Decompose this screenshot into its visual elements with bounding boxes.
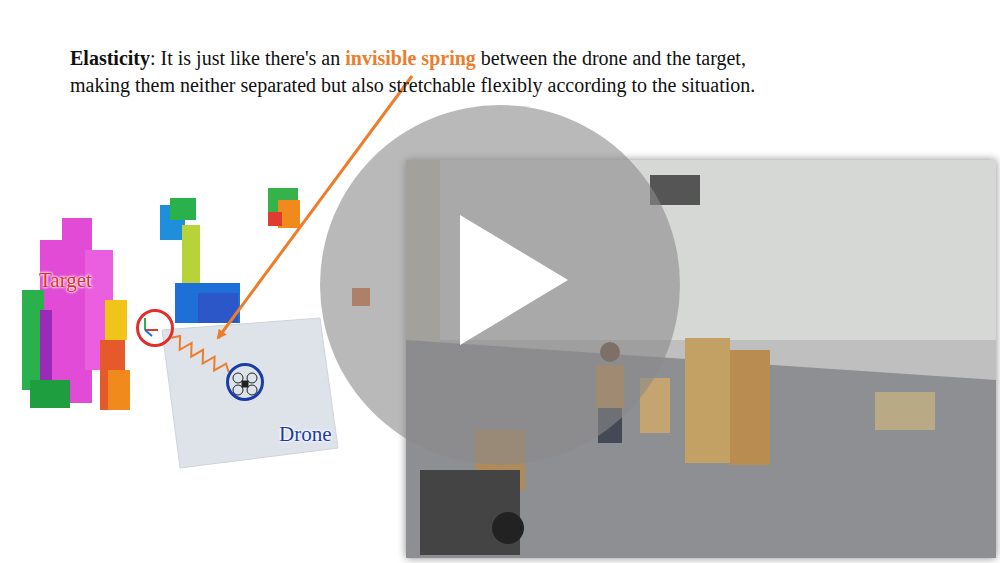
marker-circle: Target (136, 309, 174, 347)
spring-connector (171, 336, 228, 372)
node-label: Drone (279, 422, 331, 447)
target-axes (145, 318, 158, 336)
highlight-text: invisible spring (345, 47, 476, 69)
body-text: making them neither separated but also s… (70, 74, 755, 96)
paragraph-line: making them neither separated but also s… (70, 72, 755, 98)
play-button (320, 105, 680, 465)
paragraph-line: Elasticity: It is just like there's an i… (70, 45, 746, 71)
marker-circle: Drone (226, 363, 264, 401)
body-text: : It is just like there's an (150, 47, 345, 69)
play-triangle (460, 215, 568, 345)
heading-word: Elasticity (70, 47, 150, 69)
node-label: Target (39, 268, 92, 293)
drone-icon (233, 373, 257, 395)
body-text: between the drone and the target, (476, 47, 746, 69)
drone-view-area (162, 318, 338, 468)
leader-arrow (218, 76, 412, 338)
voxel-map (22, 188, 370, 410)
